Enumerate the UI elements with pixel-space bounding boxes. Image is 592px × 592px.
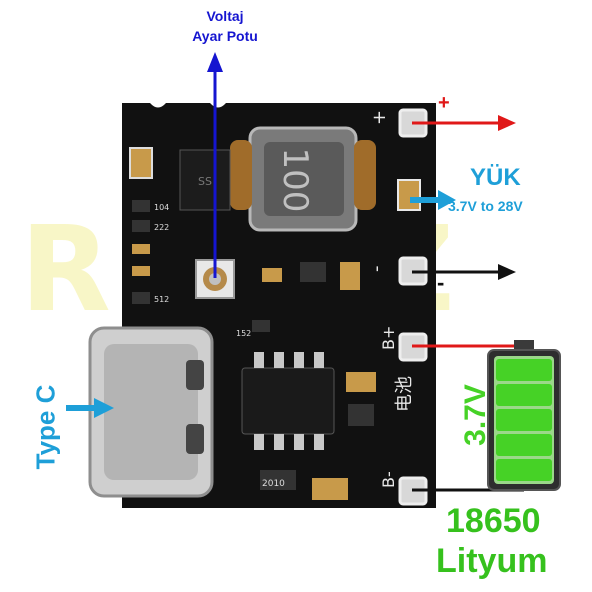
pot-label-line1: Voltaj [206, 8, 244, 24]
smd-part [132, 244, 150, 254]
resistor-222 [132, 220, 150, 232]
charger-ic [241, 367, 335, 435]
svg-text:2010: 2010 [262, 479, 285, 489]
arrow-head-typec [94, 398, 114, 418]
svg-text:222: 222 [154, 223, 169, 232]
svg-text:104: 104 [154, 203, 169, 212]
battery-type-label: Lityum [436, 542, 548, 580]
arrow-head-load [438, 190, 456, 210]
silk-battery: 电池 [394, 376, 415, 412]
battery-model-label: 18650 [446, 502, 541, 540]
load-range: 3.7V to 28V [448, 198, 523, 214]
silk-minus: - [366, 266, 387, 273]
arrow-head-pot [207, 52, 223, 72]
capacitor [129, 147, 153, 179]
resistor-104 [132, 200, 150, 212]
battery-icon [487, 340, 561, 491]
inductor-label: 100 [275, 148, 315, 213]
schottky-diode [179, 149, 231, 211]
resistor-2010 [260, 470, 296, 490]
plus-sign: + [438, 92, 450, 114]
minus-sign: - [437, 270, 445, 295]
resistor-512 [132, 292, 150, 304]
arrow-head-plus [498, 115, 516, 131]
pot-label-line2: Ayar Potu [192, 28, 258, 44]
type-c-label: Type C [30, 384, 61, 470]
svg-text:SS: SS [198, 175, 212, 188]
silk-b-plus: B+ [379, 326, 398, 350]
svg-text:512: 512 [154, 295, 169, 304]
copper-pad [230, 140, 252, 210]
battery-voltage-label: 3.7V [459, 384, 492, 446]
pad-aux [397, 179, 421, 211]
svg-text:152: 152 [236, 329, 251, 338]
load-title: YÜK [470, 164, 521, 191]
silk-plus: + [369, 110, 390, 125]
arrow-head-minus [498, 264, 516, 280]
silk-b-minus: B- [379, 471, 398, 488]
